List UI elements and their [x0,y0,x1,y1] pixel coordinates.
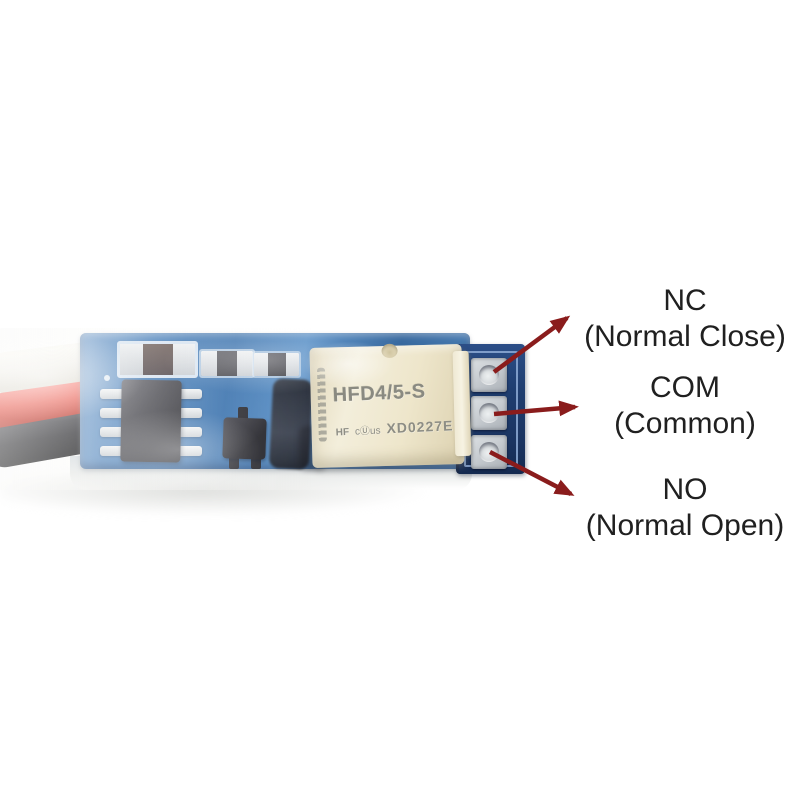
pin-label-nc: NC (Normal Close) [535,283,800,355]
pin-label-no: NO (Normal Open) [535,472,800,544]
pad-hole [479,365,499,385]
smd-pad [254,353,268,376]
pad-hole [479,442,499,462]
relay-end-cap [452,350,472,457]
silkscreen-dot [104,375,110,381]
smd-body [142,344,173,375]
pin-label-no-full: (Normal Open) [585,509,785,542]
relay-brand-logo: HF [335,426,350,439]
ul-cert-mark: cⓊus [354,425,381,438]
pin-label-com: COM (Common) [535,370,800,442]
pad-hole [479,403,499,423]
smd-body [216,351,238,376]
smd-pad [285,353,299,376]
relay-date-code: XD0227E [386,417,454,437]
smd-pad [237,351,253,376]
smd-resistor [252,351,301,378]
chip-pin [178,427,202,437]
pin-label-com-abbr: COM [650,371,720,404]
relay-side-marking [316,367,327,442]
smd-resistor [199,349,255,378]
smd-pad [201,351,217,376]
relay-notch [381,343,398,359]
sot23-transistor [222,417,267,460]
pad-com [471,396,507,430]
smd-pad [172,344,195,375]
pad-no [471,435,507,469]
pad-nc [471,358,507,392]
smd-resistor [117,341,198,378]
pin-label-nc-abbr: NC [663,284,707,317]
smd-pad [120,344,143,375]
smd-body [267,353,286,376]
chip-pin [178,389,202,399]
relay-component: HFD4/5-S HF cⓊus XD0227E [309,343,472,468]
relay-model-marking: HFD4/5-S [332,380,427,407]
pin-label-nc-full: (Normal Close) [584,320,786,353]
chip-pin [178,408,202,418]
pin-label-com-full: (Common) [614,407,756,440]
soic8-chip [120,379,182,463]
chip-pin [178,446,202,456]
relay-marking-row: HF cⓊus XD0227E [335,417,462,438]
pin-label-no-abbr: NO [662,473,708,506]
